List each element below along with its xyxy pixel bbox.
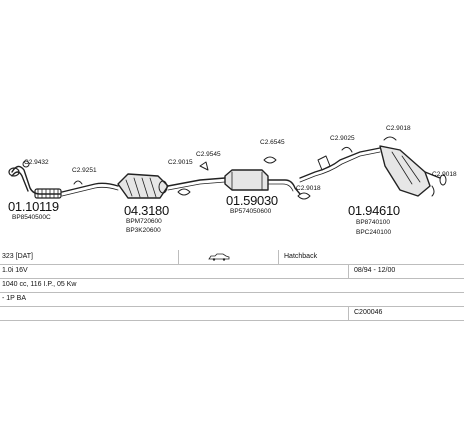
clip-label-6c: C2.9018 bbox=[432, 171, 457, 178]
rubber-mount-icon bbox=[263, 156, 277, 164]
clip-label-6b: C2.9018 bbox=[386, 125, 411, 132]
rubber-mount-icon bbox=[431, 185, 435, 197]
intermediate-pipe-2 bbox=[167, 177, 226, 187]
clip-label-5b: C2.9018 bbox=[296, 185, 321, 192]
info-row-5: C200046 bbox=[0, 306, 464, 321]
info-row-3: 1040 cc, 116 I.P., 05 Kw bbox=[0, 278, 464, 293]
rubber-mount-icon bbox=[317, 155, 331, 171]
info-row-2: 1.0i 16V 08/94 - 12/00 bbox=[0, 264, 464, 279]
front-flange bbox=[8, 167, 20, 177]
rear-silencer bbox=[379, 145, 431, 197]
part-ref-5: BP574050600 bbox=[230, 208, 272, 215]
clip-label-4b: C2.9545 bbox=[196, 151, 221, 158]
exhaust-drawing bbox=[8, 136, 447, 200]
middle-silencer bbox=[224, 169, 269, 191]
info-row-1: 323 [DAT] Hatchback bbox=[0, 250, 464, 265]
rubber-mount-icon bbox=[341, 146, 353, 153]
exhaust-diagram: C2.9432 01.10119 BP8540500C C2.9251 04.3… bbox=[8, 125, 457, 236]
catalytic-converter bbox=[117, 173, 169, 199]
rubber-mount-icon bbox=[383, 136, 397, 141]
body-type-cell: Hatchback bbox=[284, 253, 318, 260]
engine-cell: 1.0i 16V bbox=[2, 267, 28, 274]
clip-label-4a: C2.9015 bbox=[168, 159, 193, 166]
intermediate-pipe-1 bbox=[61, 182, 119, 193]
code-cell: - 1P BA bbox=[2, 295, 26, 302]
part-ref-6a: BP8740100 bbox=[356, 219, 390, 226]
spec-cell: 1040 cc, 116 I.P., 05 Kw bbox=[2, 281, 77, 288]
clip-label-6a: C2.9025 bbox=[330, 135, 355, 142]
clip-label-2: C2.9251 bbox=[72, 167, 97, 174]
rubber-mount-icon bbox=[199, 161, 209, 171]
tail-pipe-section bbox=[299, 147, 381, 179]
clip-label-1: C2.9432 bbox=[24, 159, 49, 166]
front-pipe bbox=[11, 165, 61, 195]
car-icon bbox=[208, 253, 230, 261]
clip-label-5a: C2.6545 bbox=[260, 139, 285, 146]
part-number-5: 01.59030 bbox=[226, 193, 278, 208]
part-ref-1: BP8540500C bbox=[12, 214, 51, 221]
flex-section bbox=[34, 188, 62, 199]
clamp-icon bbox=[73, 180, 83, 185]
rubber-mount-icon bbox=[177, 188, 191, 196]
part-number-3: 04.3180 bbox=[124, 203, 169, 218]
part-ref-3b: BP3K20600 bbox=[126, 227, 161, 234]
dates-cell: 08/94 - 12/00 bbox=[354, 267, 396, 274]
catalog-cell: C200046 bbox=[354, 309, 383, 316]
rubber-mount-icon bbox=[297, 192, 311, 200]
clamp-icon bbox=[22, 160, 30, 168]
model-cell: 323 [DAT] bbox=[2, 253, 33, 260]
part-ref-3a: BPM720600 bbox=[126, 218, 162, 225]
info-row-4: - 1P BA bbox=[0, 292, 464, 307]
part-number-1: 01.10119 bbox=[8, 199, 59, 214]
part-ref-6b: BPC240100 bbox=[356, 229, 392, 236]
part-number-6: 01.94610 bbox=[348, 203, 400, 218]
